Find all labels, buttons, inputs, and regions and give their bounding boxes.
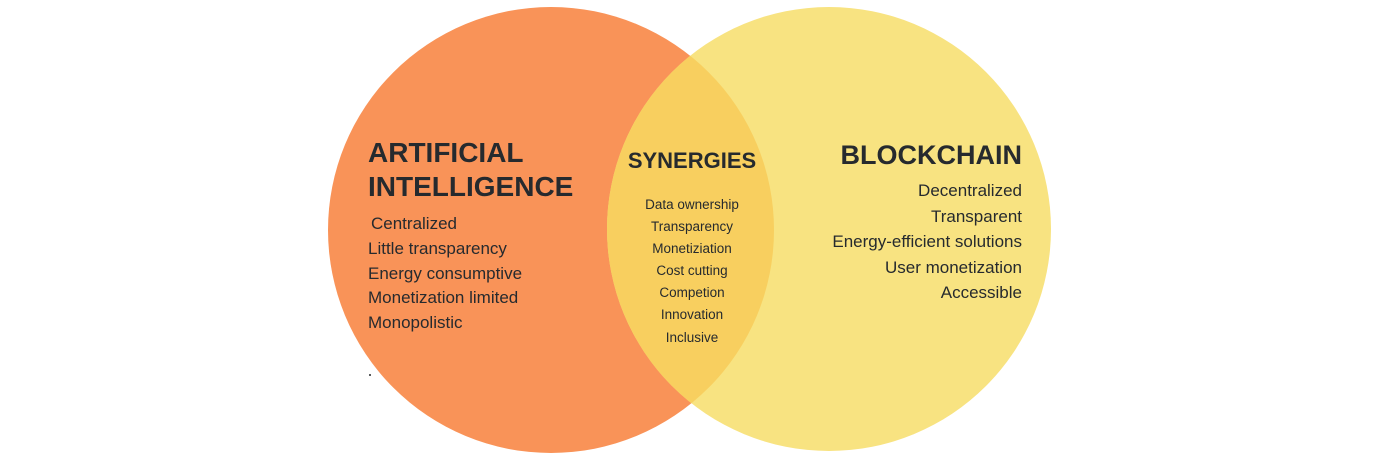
- synergies-item: Transparency: [651, 219, 733, 234]
- blockchain-item: Transparent: [931, 207, 1022, 226]
- blockchain-section: BLOCKCHAIN Decentralized Transparent Ene…: [832, 140, 1022, 302]
- synergies-item: Cost cutting: [656, 263, 727, 278]
- synergies-item: Competion: [659, 285, 724, 300]
- synergies-section: SYNERGIES Data ownership Transparency Mo…: [628, 148, 756, 345]
- synergies-overlap: [607, 7, 774, 451]
- synergies-item: Monetiziation: [652, 241, 732, 256]
- blockchain-item: Decentralized: [918, 181, 1022, 200]
- blockchain-item: User monetization: [885, 258, 1022, 277]
- ai-item: Centralized: [371, 214, 457, 233]
- blockchain-title: BLOCKCHAIN: [841, 140, 1023, 170]
- ai-title-line2: INTELLIGENCE: [368, 171, 573, 202]
- ai-item: Monopolistic: [368, 313, 463, 332]
- ai-item: Monetization limited: [368, 288, 518, 307]
- synergies-title: SYNERGIES: [628, 148, 756, 173]
- synergies-item: Innovation: [661, 307, 723, 322]
- stray-dot: [369, 374, 371, 376]
- synergies-item: Data ownership: [645, 197, 739, 212]
- synergies-item: Inclusive: [666, 330, 719, 345]
- blockchain-item: Accessible: [941, 283, 1022, 302]
- ai-item: Little transparency: [368, 239, 507, 258]
- ai-item: Energy consumptive: [368, 264, 522, 283]
- blockchain-item: Energy-efficient solutions: [832, 232, 1022, 251]
- ai-section: ARTIFICIAL INTELLIGENCE Centralized Litt…: [368, 137, 573, 376]
- ai-title-line1: ARTIFICIAL: [368, 137, 524, 168]
